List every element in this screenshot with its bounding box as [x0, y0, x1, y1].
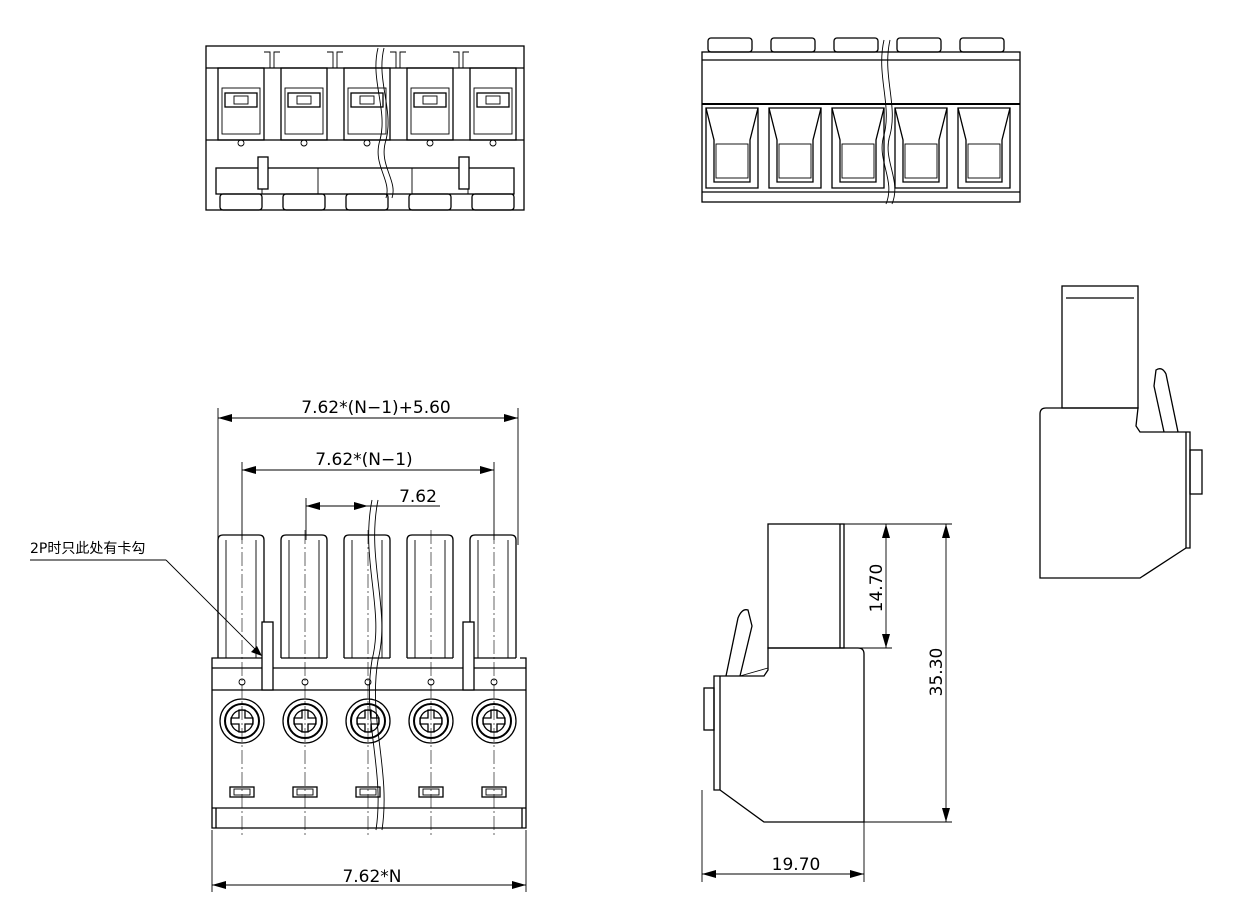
- tl-window-clip: [296, 95, 312, 105]
- tl-hole: [300, 139, 308, 147]
- screw-outer: [471, 698, 517, 744]
- front-finger: [406, 534, 454, 658]
- tl-cavity-inner: [473, 87, 513, 135]
- tl-bottom-tab: [282, 193, 326, 211]
- tr-top-tab: [833, 37, 879, 53]
- head-height-dimension: 14.70: [867, 564, 887, 613]
- depth-dimension: 19.70: [772, 855, 821, 875]
- tl-window-clip: [359, 95, 375, 105]
- tr-cell: [768, 107, 822, 189]
- tl-window: [350, 92, 384, 108]
- tl-rib: [462, 51, 469, 68]
- tr-cell-funnel: [705, 107, 759, 183]
- screw-cross: [293, 709, 317, 733]
- tl-rib: [399, 51, 406, 68]
- tl-rib: [390, 51, 397, 68]
- tl-bottom-tab: [219, 193, 263, 211]
- tl-bottom-tab: [471, 193, 515, 211]
- tr-top-tab: [770, 37, 816, 53]
- tl-rib: [264, 51, 271, 68]
- tl-window: [287, 92, 321, 108]
- tl-hole: [426, 139, 434, 147]
- tr-top-tab: [707, 37, 753, 53]
- top-view-right: [701, 37, 1021, 205]
- tr-top-tab: [959, 37, 1005, 53]
- overall-width-dimension: 7.62*(N−1)+5.60: [301, 398, 451, 418]
- tr-top-tab: [896, 37, 942, 53]
- screw-cross: [230, 709, 254, 733]
- tr-cell: [894, 107, 948, 189]
- tl-cavity-inner: [410, 87, 450, 135]
- front-finger: [469, 534, 517, 658]
- tr-cell-inner: [841, 143, 875, 179]
- front-view: [211, 499, 527, 836]
- tl-cavity-inner: [347, 87, 387, 135]
- tr-cell-funnel: [894, 107, 948, 183]
- tl-hole: [363, 139, 371, 147]
- tl-window-clip: [485, 95, 501, 105]
- screw-cross: [482, 709, 506, 733]
- tl-window: [413, 92, 447, 108]
- tl-hole: [489, 139, 497, 147]
- tr-cell: [705, 107, 759, 189]
- screw-outer: [219, 698, 265, 744]
- pitch-span-dimension: 7.62*(N−1): [315, 450, 412, 470]
- latch-callout: 2P时只此处有卡勾: [30, 541, 262, 656]
- tr-cell: [957, 107, 1011, 189]
- tr-cell: [831, 107, 885, 189]
- tl-window-clip: [422, 95, 438, 105]
- tl-rib: [273, 51, 280, 68]
- base-width-dimension: 7.62*N: [342, 867, 401, 887]
- tr-cell-inner: [778, 143, 812, 179]
- tr-cell-funnel: [768, 107, 822, 183]
- front-finger: [343, 534, 391, 658]
- front-finger: [217, 534, 265, 658]
- side-view-mirrored: [1039, 285, 1203, 579]
- tr-cell-inner: [967, 143, 1001, 179]
- front-dimensions: 7.62*(N−1)+5.60 7.62*(N−1) 7.62 7.62*N: [211, 398, 527, 892]
- tr-cell-inner: [715, 143, 749, 179]
- screw-cross: [419, 709, 443, 733]
- tl-hole: [237, 139, 245, 147]
- screw-outer: [345, 698, 391, 744]
- pitch-dimension: 7.62: [399, 487, 437, 507]
- tl-cavity-inner: [284, 87, 324, 135]
- top-view-left: [205, 45, 525, 211]
- screw-outer: [408, 698, 454, 744]
- tl-window-clip: [233, 95, 249, 105]
- tl-window: [224, 92, 258, 108]
- tl-rib: [336, 51, 343, 68]
- side-view: 14.70 35.30 19.70: [701, 523, 952, 882]
- tr-cell-funnel: [957, 107, 1011, 183]
- tl-window: [476, 92, 510, 108]
- front-finger: [280, 534, 328, 658]
- tl-bottom-tab: [408, 193, 452, 211]
- tr-cell-funnel: [831, 107, 885, 183]
- tl-bottom-tab: [345, 193, 389, 211]
- tl-rib: [327, 51, 334, 68]
- screw-outer: [282, 698, 328, 744]
- tl-cavity-inner: [221, 87, 261, 135]
- total-height-dimension: 35.30: [927, 648, 947, 697]
- latch-note: 2P时只此处有卡勾: [30, 541, 145, 557]
- tr-cell-inner: [904, 143, 938, 179]
- tl-rib: [453, 51, 460, 68]
